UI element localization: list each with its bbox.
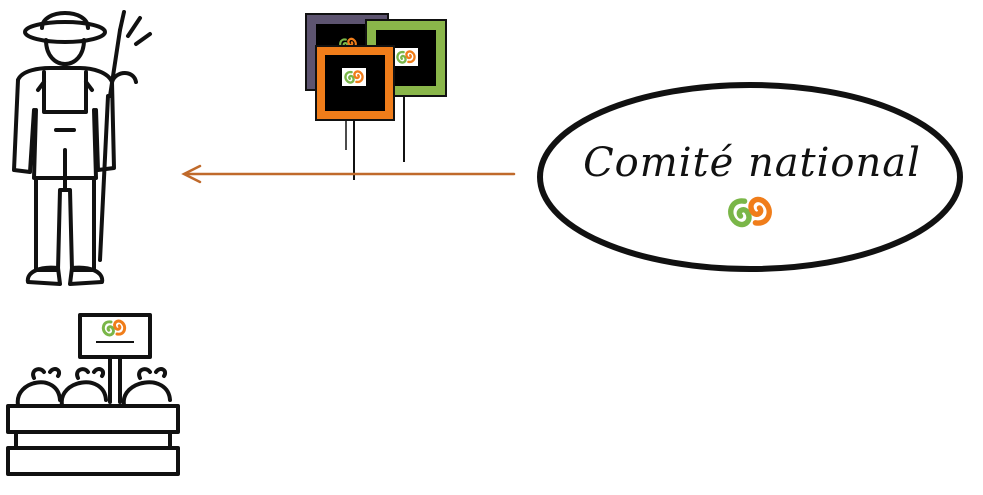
committee-label: Comité national	[583, 140, 921, 186]
farmer-with-pitchfork-icon	[12, 10, 152, 286]
produce-crate-icon	[6, 313, 180, 476]
label-signs-icon	[305, 13, 447, 180]
flow-arrow	[181, 164, 516, 184]
committee-ellipse	[537, 82, 963, 272]
